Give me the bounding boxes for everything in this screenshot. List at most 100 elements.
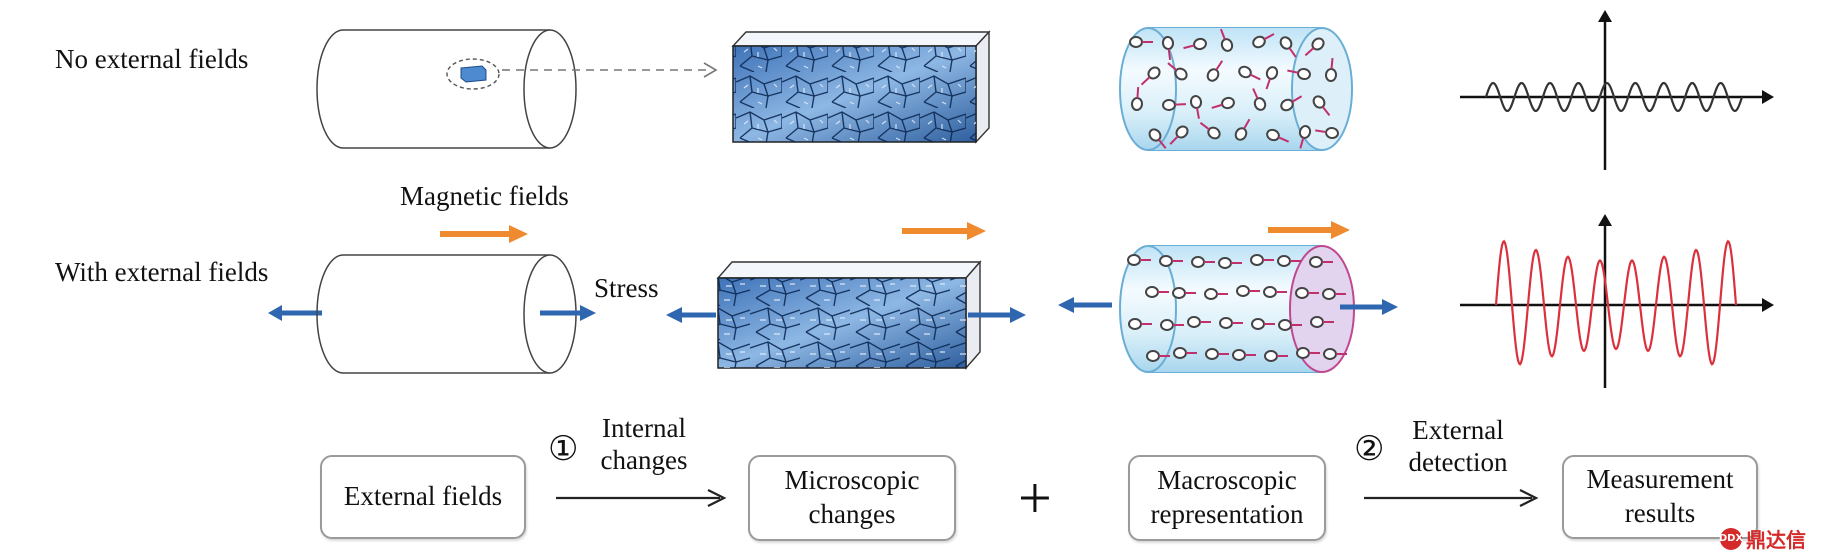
box-macroscopic-representation: Macroscopic representation — [1128, 455, 1326, 541]
dipole-19 — [1278, 319, 1302, 331]
stress-arrow-left-1 — [268, 305, 322, 321]
box4-line2: results — [1624, 498, 1696, 528]
dipole-7 — [1145, 286, 1169, 298]
dipole-18 — [1252, 88, 1267, 111]
dipole-17 — [1219, 317, 1243, 329]
dipole-20 — [1312, 95, 1331, 117]
box3-line1: Macroscopic — [1157, 465, 1297, 496]
row-label-with-fields: With external fields — [55, 257, 269, 287]
box2-line1: Microscopic — [784, 465, 920, 496]
stress-arrow-right-2 — [968, 307, 1026, 323]
dipole-25 — [1264, 350, 1288, 362]
dipole-17 — [1211, 96, 1235, 110]
box-external-fields-text: External fields — [343, 481, 503, 512]
dipole-12 — [1287, 67, 1311, 81]
dipole-11 — [1265, 66, 1279, 90]
magnetic-arrow-1 — [440, 225, 528, 243]
box4-line1: Measurement — [1586, 464, 1734, 495]
step2-line1: External — [1412, 415, 1504, 445]
stress-arrow-right-1 — [540, 305, 596, 321]
dipole-1 — [1159, 255, 1183, 267]
zoom-arrowhead — [703, 62, 718, 78]
watermark-text: 鼎达信 — [1746, 528, 1806, 552]
dipole-9 — [1204, 288, 1228, 300]
dipole-7 — [1140, 66, 1161, 86]
dipole-8 — [1167, 62, 1188, 81]
dipole-26 — [1296, 347, 1320, 359]
plain-cylinder-row1 — [316, 29, 577, 149]
step-number-2: ② — [1354, 431, 1385, 468]
dipole-24 — [1232, 349, 1256, 361]
flow-arrow-2 — [1364, 489, 1539, 507]
magnetic-arrow-2 — [902, 222, 986, 240]
dipole-9 — [1206, 60, 1224, 82]
dipole-tube-row2 — [1119, 245, 1355, 373]
dipole-21 — [1146, 350, 1170, 362]
signal-axes-row1 — [1460, 10, 1774, 170]
step1-line1: Internal — [602, 413, 686, 443]
dipole-26 — [1298, 125, 1312, 149]
dipole-15 — [1160, 319, 1184, 331]
dipole-23 — [1199, 121, 1221, 140]
signal-axes-row2 — [1460, 214, 1774, 388]
dipole-2 — [1191, 256, 1215, 268]
watermark-badge: DDX — [1719, 527, 1743, 550]
dipole-4 — [1252, 33, 1275, 49]
label-magnetic-fields: Magnetic fields — [400, 181, 569, 211]
step-number-1: ① — [548, 431, 579, 468]
dipole-25 — [1266, 128, 1290, 143]
dipole-8 — [1172, 287, 1196, 299]
dipole-21 — [1148, 128, 1167, 149]
signal-wave-with-field — [1494, 239, 1738, 366]
watermark-logo: DDX 鼎达信 — [1719, 524, 1806, 553]
plus-sign: + — [1018, 465, 1052, 531]
dipole-13 — [1324, 57, 1338, 82]
box-measurement-results: Measurement results — [1562, 455, 1758, 539]
dipole-13 — [1322, 288, 1346, 300]
step-label-external-detection: External detection — [1390, 414, 1526, 479]
dipole-16 — [1187, 316, 1211, 328]
dipole-6 — [1304, 37, 1325, 57]
domain-block-row2 — [716, 260, 982, 370]
signal-wave-no-field — [1484, 81, 1744, 113]
dipole-27 — [1315, 126, 1339, 140]
box-microscopic-changes: Microscopic changes — [748, 455, 956, 541]
dipole-22 — [1173, 347, 1197, 359]
dipole-1 — [1161, 36, 1175, 60]
dipole-20 — [1310, 316, 1334, 328]
label-stress: Stress — [594, 273, 659, 303]
box-external-fields: External fields — [320, 455, 526, 539]
dipole-3 — [1219, 28, 1234, 52]
dipole-23 — [1205, 348, 1229, 360]
step1-line2: changes — [600, 445, 688, 476]
dipole-5 — [1279, 36, 1297, 58]
stress-arrow-right-3 — [1340, 299, 1398, 315]
dipole-24 — [1234, 118, 1251, 141]
dipole-3 — [1218, 257, 1242, 269]
magnetic-arrow-3 — [1268, 221, 1350, 239]
dipole-14 — [1130, 86, 1144, 111]
dipole-16 — [1189, 95, 1203, 119]
stress-arrow-left-3 — [1058, 297, 1112, 313]
dipole-6 — [1309, 256, 1333, 268]
flow-arrow-1 — [556, 489, 727, 507]
step2-line2: detection — [1408, 447, 1508, 478]
dipole-19 — [1280, 95, 1303, 112]
dipole-22 — [1169, 125, 1189, 145]
dipole-12 — [1295, 287, 1319, 299]
dipole-2 — [1183, 37, 1207, 51]
domain-block-row1 — [731, 30, 991, 144]
dipole-14 — [1128, 318, 1152, 330]
step-label-internal-changes: Internal changes — [584, 412, 704, 477]
dipole-5 — [1277, 255, 1301, 267]
dipole-15 — [1162, 98, 1187, 112]
dipole-27 — [1323, 348, 1347, 360]
dipole-10 — [1236, 285, 1260, 297]
row-label-no-fields: No external fields — [55, 44, 249, 74]
dipole-18 — [1251, 318, 1275, 330]
dipole-4 — [1250, 254, 1274, 266]
box2-line2: changes — [808, 499, 896, 529]
dipole-11 — [1263, 286, 1287, 298]
dipole-tube-row1 — [1119, 27, 1353, 151]
